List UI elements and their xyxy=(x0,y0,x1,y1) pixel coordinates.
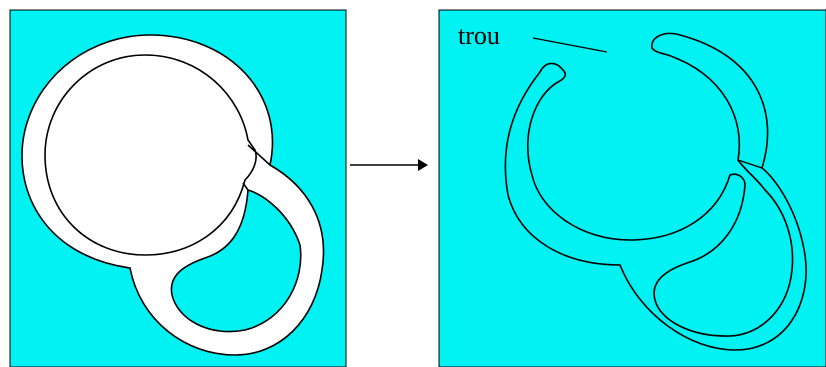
right-panel: trou xyxy=(438,9,826,367)
transform-arrow xyxy=(350,159,428,171)
arrow-head xyxy=(418,159,428,171)
left-inner-circle xyxy=(44,54,257,256)
right-connector xyxy=(737,159,763,169)
left-panel xyxy=(9,9,347,367)
annotation-leader-line xyxy=(532,37,608,53)
left-connector xyxy=(242,144,271,191)
right-panel-background xyxy=(438,9,826,367)
annotation-label: trou xyxy=(458,21,500,50)
right-open-ring-outline xyxy=(504,32,807,351)
